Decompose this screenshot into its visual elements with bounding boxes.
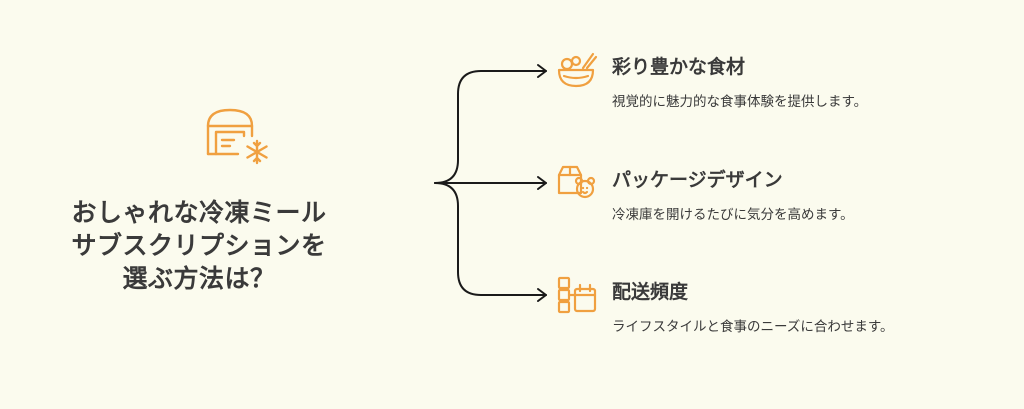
main-title-line: サブスクリプションを: [71, 231, 327, 260]
arrowhead-middle: [537, 176, 547, 190]
connector-top: [434, 70, 547, 184]
food-bowl-icon: [557, 52, 598, 88]
main-title-line: おしゃれな冷凍ミール: [71, 198, 327, 227]
branch-title: 配送頻度: [612, 281, 689, 303]
package-bear-icon: [557, 165, 596, 199]
branch-title: パッケージデザイン: [612, 169, 783, 191]
branch-description: 視覚的に魅力的な食事体験を提供します。: [612, 94, 868, 110]
arrowhead-bottom: [537, 288, 547, 302]
branch-description: ライフスタイルと食事のニーズに合わせます。: [612, 319, 894, 335]
schedule-calendar-icon: [557, 276, 597, 314]
main-title: おしゃれな冷凍ミール サブスクリプションを 選ぶ方法は？: [40, 196, 358, 295]
main-title-line: 選ぶ方法は？: [122, 264, 276, 293]
arrowhead-top: [537, 64, 547, 78]
connector-bottom: [434, 182, 547, 296]
branch-title: 彩り豊かな食材: [612, 56, 746, 78]
freezer-snowflake-icon: [206, 108, 268, 165]
branch-description: 冷凍庫を開けるたびに気分を高めます。: [612, 207, 854, 223]
